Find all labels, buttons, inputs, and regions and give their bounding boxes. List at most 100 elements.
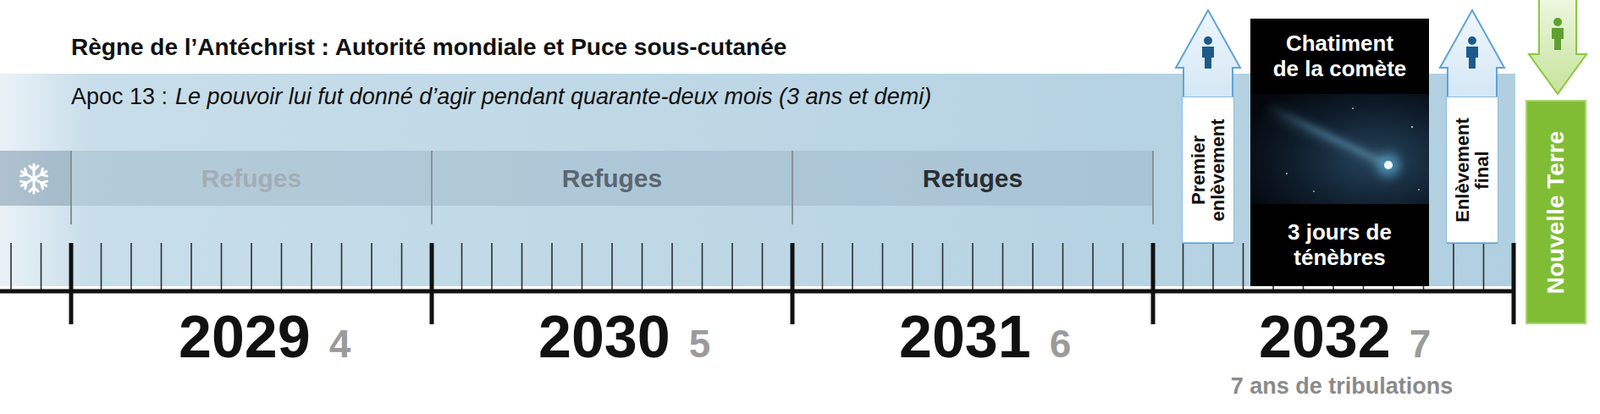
month-tick	[491, 242, 493, 290]
comet-tail	[1252, 94, 1392, 167]
rotated-text-box: Enlèvement final	[1452, 102, 1492, 238]
rapture-label: Enlèvement final	[1445, 96, 1499, 243]
month-tick	[581, 242, 584, 290]
star	[1285, 172, 1288, 175]
month-tick	[1452, 242, 1455, 290]
label-box: 7 ans de tribulations	[1230, 375, 1454, 398]
period-caption: 7 ans de tribulations	[1230, 375, 1454, 398]
snowflake-cell	[0, 150, 72, 206]
comet-head	[1384, 160, 1393, 170]
title-box: Règne de l’Antéchrist : Autorité mondial…	[71, 35, 787, 60]
year-label: 2031	[899, 307, 1032, 367]
month-tick	[401, 242, 403, 290]
refuge-dividers	[71, 150, 1154, 225]
person-icon	[1466, 36, 1479, 69]
year-label: 2030	[538, 307, 671, 367]
person-head	[1553, 17, 1562, 27]
refuge-segment: Refuges	[431, 150, 793, 206]
label-box: 2032	[1258, 307, 1391, 367]
node-text: Refuges	[922, 165, 1023, 192]
month-tick	[701, 242, 704, 290]
label-box: Apoc 13 :	[71, 85, 168, 109]
month-tick	[1122, 242, 1125, 290]
node-text: Chatiment de la comète	[1271, 31, 1409, 83]
month-tick	[761, 242, 764, 290]
rotated-text-box: Premier enlèvement	[1188, 102, 1228, 238]
refuge-segment: Refuges	[71, 150, 432, 206]
month-tick	[671, 242, 674, 290]
rapture-arrow	[1175, 10, 1241, 243]
month-tick	[190, 242, 193, 290]
year-tick	[69, 242, 74, 325]
month-tick	[310, 242, 313, 290]
month-tick	[370, 242, 373, 290]
node-text: 3 jours de ténèbres	[1271, 220, 1409, 271]
month-tick	[1483, 242, 1485, 290]
month-tick	[1212, 242, 1214, 290]
month-tick	[822, 242, 824, 290]
node-text: Refuges	[562, 165, 663, 192]
divider-line	[70, 150, 72, 225]
star	[1417, 188, 1420, 191]
month-tick	[130, 242, 133, 290]
month-tick	[611, 242, 613, 290]
month-tick	[1062, 242, 1065, 290]
month-tick	[882, 242, 884, 290]
year-tick	[430, 242, 435, 325]
snowflake-icon	[19, 164, 49, 194]
star	[1313, 190, 1315, 193]
month-tick	[851, 242, 854, 290]
divider-line	[430, 150, 433, 225]
label-box: 2031	[899, 307, 1032, 367]
month-tick	[1002, 242, 1005, 290]
month-tick	[160, 242, 163, 290]
node-text: Refuges	[201, 165, 302, 192]
month-tick	[521, 242, 524, 290]
month-tick	[461, 242, 464, 290]
refuge-segment: Refuges	[792, 150, 1154, 206]
month-tick	[971, 242, 974, 290]
year-tick	[1151, 242, 1156, 325]
year-tick	[1511, 242, 1517, 325]
year-number: 4	[329, 324, 352, 364]
month-tick	[250, 242, 253, 290]
month-tick	[911, 242, 914, 290]
label-box: 2029	[178, 307, 311, 367]
person-body	[1466, 46, 1479, 69]
diagram-title: Règne de l’Antéchrist : Autorité mondial…	[71, 35, 787, 60]
month-tick	[220, 242, 223, 290]
month-tick	[341, 242, 343, 290]
snowflake-arm	[19, 167, 49, 190]
star	[1351, 107, 1354, 110]
year-label: 2029	[178, 307, 311, 367]
divider-line	[1152, 150, 1154, 225]
month-tick	[942, 242, 944, 290]
month-tick	[1031, 242, 1034, 290]
month-tick	[281, 242, 283, 290]
event-box: 3 jours de ténèbres	[1250, 204, 1429, 287]
month-tick	[1242, 242, 1245, 290]
month-tick	[10, 242, 12, 290]
year-tick	[790, 242, 795, 325]
label-box: 5	[689, 324, 712, 364]
comet-panel	[1250, 93, 1429, 205]
month-tick	[1092, 242, 1094, 290]
new-earth-box: Nouvelle Terre	[1525, 99, 1587, 325]
month-tick	[551, 242, 553, 290]
person-head	[1203, 36, 1213, 45]
refuge-strip	[0, 150, 1154, 206]
year-label: 2032	[1258, 307, 1391, 367]
time-axis	[0, 289, 1516, 294]
node-text: Enlèvement final	[1452, 102, 1492, 238]
rapture-arrow	[1440, 10, 1505, 243]
month-tick	[40, 242, 43, 290]
label-box: 6	[1049, 324, 1072, 364]
label-box: 2030	[538, 307, 671, 367]
comet-glow	[1376, 153, 1401, 177]
comet-picture	[1252, 94, 1420, 193]
divider-line	[791, 150, 794, 225]
year-number: 5	[689, 324, 712, 364]
label-box: Le pouvoir lui fut donné d’agir pendant …	[175, 85, 932, 109]
descent-arrow	[1528, 0, 1587, 94]
